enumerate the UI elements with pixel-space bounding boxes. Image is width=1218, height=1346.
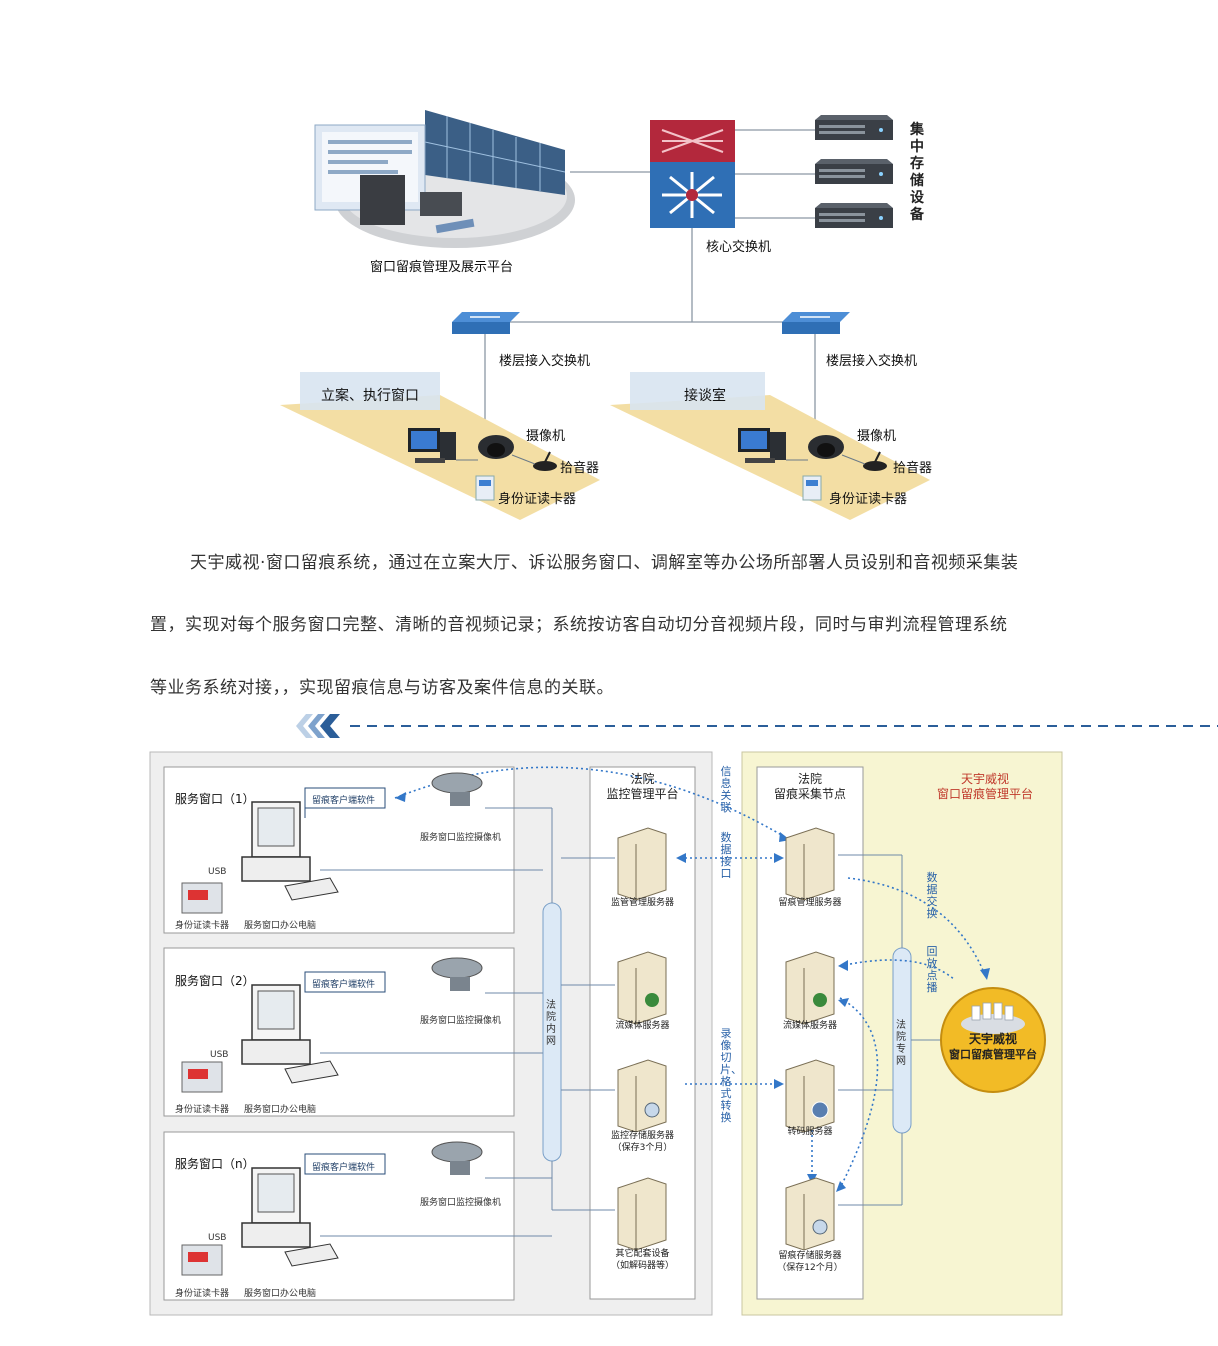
monitor-platform-title-2: 监控管理平台 <box>606 787 679 801</box>
platform-header-1: 天宇威视 <box>960 772 1009 786</box>
monitoring-center-image <box>314 110 575 248</box>
window-1-title: 服务窗口（1） <box>175 792 255 806</box>
storage-device-icon <box>815 115 893 228</box>
info-link-label: 信息关联 <box>720 765 732 814</box>
window-n-title: 服务窗口（n） <box>175 1157 255 1171</box>
floor-switch-left-label: 楼层接入交换机 <box>499 354 591 369</box>
paragraph-line-3: 等业务系统对接，，实现留痕信息与访客及案件信息的关联。 <box>150 678 614 698</box>
capture-node-title-1: 法院 <box>797 772 822 786</box>
data-interface-label: 数据接口 <box>720 831 732 880</box>
platform-circle-label-2: 窗口留痕管理平台 <box>949 1048 1037 1061</box>
window-2-software: 留痕客户端软件 <box>312 980 376 990</box>
monitor-server-4-label: 其它配套设备 <box>615 1249 670 1259</box>
room-right-image <box>610 372 930 520</box>
platform-circle-icon <box>940 987 1046 1093</box>
room-left-label: 立案、执行窗口 <box>321 388 419 404</box>
left-reader-label: 身份证读卡器 <box>498 492 577 507</box>
capture-server-2-label: 流媒体服务器 <box>782 1021 837 1031</box>
capture-server-4-note: （保存12个月） <box>777 1263 843 1273</box>
floor-switch-right-icon <box>782 312 850 334</box>
window-n-pc: 服务窗口办公电脑 <box>244 1289 317 1299</box>
right-mic-label: 拾音器 <box>893 461 933 476</box>
private-net-label: 法院专网 <box>896 1020 906 1067</box>
capture-server-4-label: 留痕存储服务器 <box>778 1251 842 1261</box>
window-1-pc: 服务窗口办公电脑 <box>244 921 317 931</box>
capture-server-3-label: 转码服务器 <box>787 1127 833 1137</box>
floor-switch-right-label: 楼层接入交换机 <box>826 354 918 369</box>
window-1-reader: 身份证读卡器 <box>175 921 230 931</box>
intranet-label: 法院内网 <box>546 1000 556 1047</box>
capture-server-1-label: 留痕管理服务器 <box>778 898 842 908</box>
monitor-server-2-label: 流媒体服务器 <box>615 1021 670 1031</box>
record-slice-label: 录像切片、格式转换 <box>720 1027 742 1124</box>
window-2-pc: 服务窗口办公电脑 <box>244 1105 317 1115</box>
monitor-server-1-icon <box>617 827 667 901</box>
window-2-devices <box>181 957 483 1093</box>
capture-server-2-icon <box>785 951 835 1025</box>
window-2-camera: 服务窗口监控摄像机 <box>420 1016 502 1026</box>
monitor-server-2-icon <box>617 951 667 1025</box>
window-n-software: 留痕客户端软件 <box>312 1163 376 1173</box>
window-1-camera: 服务窗口监控摄像机 <box>420 833 502 843</box>
right-camera-label: 摄像机 <box>857 429 897 444</box>
paragraph-line-2: 置，实现对每个服务窗口完整、清晰的音视频记录；系统按访客自动切分音视频片段，同时… <box>150 615 1008 635</box>
capture-server-1-icon <box>785 827 835 901</box>
platform-circle-label-1: 天宇威视 <box>968 1032 1017 1046</box>
left-camera-label: 摄像机 <box>526 429 566 444</box>
window-n-reader: 身份证读卡器 <box>175 1289 230 1299</box>
window-2-reader: 身份证读卡器 <box>175 1105 230 1115</box>
right-reader-label: 身份证读卡器 <box>829 492 908 507</box>
monitor-server-4-note: （如解码器等） <box>610 1261 674 1271</box>
monitor-server-3-note: （保存3个月） <box>612 1143 673 1153</box>
floor-switch-left-icon <box>452 312 520 334</box>
platform-label: 窗口留痕管理及展示平台 <box>370 260 514 275</box>
monitor-platform-title-1: 法院 <box>630 772 655 786</box>
window-1-usb: USB <box>208 867 227 877</box>
room-right-label: 接谈室 <box>684 388 726 404</box>
monitor-server-4-icon <box>617 1177 667 1251</box>
window-2-title: 服务窗口（2） <box>175 974 255 988</box>
monitor-server-3-label: 监控存储服务器 <box>610 1131 674 1141</box>
capture-node-title-2: 留痕采集节点 <box>773 787 846 801</box>
window-1-devices <box>181 772 483 914</box>
storage-label: 集中存储设备 <box>910 122 924 223</box>
monitor-server-1-label: 监管管理服务器 <box>610 898 674 908</box>
room-left-image <box>280 372 600 520</box>
playback-label: 回放点播 <box>926 945 938 994</box>
window-1-software: 留痕客户端软件 <box>312 796 376 806</box>
network-topology-diagram <box>280 110 930 520</box>
window-n-usb: USB <box>208 1233 227 1243</box>
capture-server-4-icon <box>785 1177 835 1251</box>
core-switch-label: 核心交换机 <box>706 240 772 255</box>
chevron-left-icon <box>296 714 340 738</box>
section-divider <box>296 714 1218 738</box>
paragraph-line-1: 天宇威视·窗口留痕系统，通过在立案大厅、诉讼服务窗口、调解室等办公场所部署人员设… <box>190 553 1019 573</box>
data-exchange-label: 数据交换 <box>926 871 938 920</box>
core-switch-icon <box>650 120 735 228</box>
window-2-usb: USB <box>210 1050 229 1060</box>
left-mic-label: 拾音器 <box>560 461 600 476</box>
capture-server-3-icon <box>785 1059 835 1133</box>
system-architecture-diagram <box>149 751 1063 1316</box>
platform-header-2: 窗口留痕管理平台 <box>936 787 1033 801</box>
window-n-devices <box>181 1141 483 1276</box>
monitor-server-3-icon <box>617 1059 667 1133</box>
window-n-camera: 服务窗口监控摄像机 <box>420 1198 502 1208</box>
